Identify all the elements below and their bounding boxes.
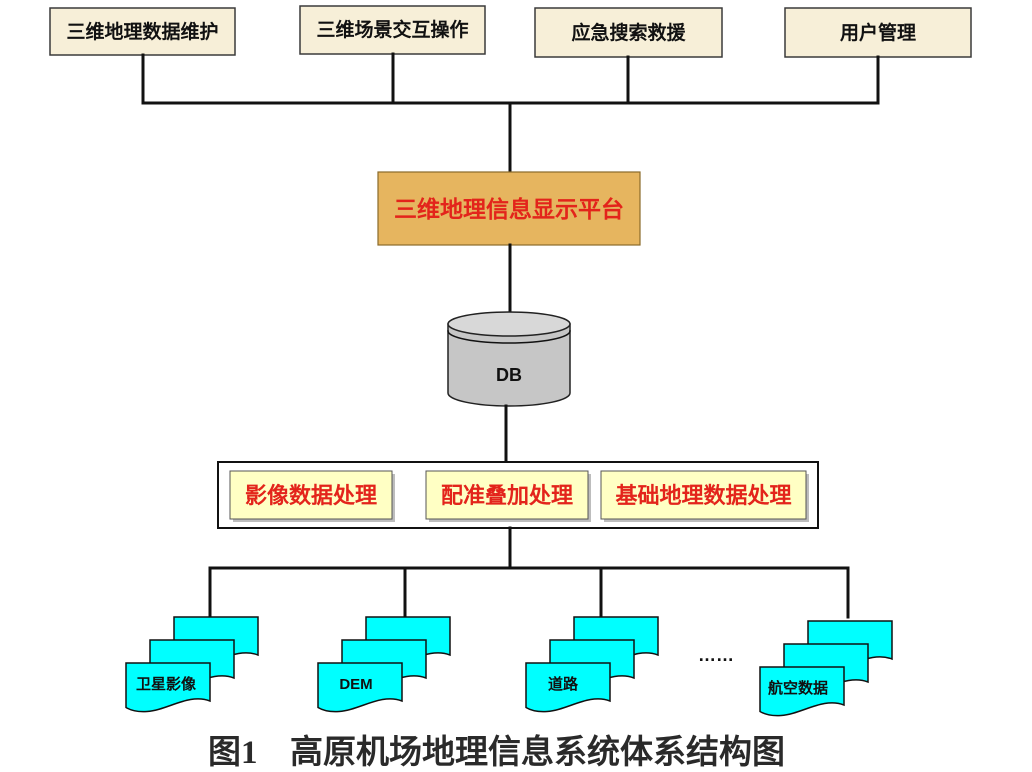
data-source-label: 道路 xyxy=(548,675,579,693)
module-box xyxy=(784,7,972,58)
bottom-connectors xyxy=(208,526,850,619)
data-source-label: 航空数据 xyxy=(768,679,828,697)
database-body xyxy=(447,323,571,407)
processing-label: 配准叠加处理 xyxy=(441,483,573,508)
data-source-aerial-data: 航空数据 xyxy=(759,620,893,717)
module-3d-geodata-maintenance: 三维地理数据维护 xyxy=(49,7,236,56)
module-box xyxy=(49,7,236,56)
module-box xyxy=(534,7,723,58)
data-source-dem: DEM xyxy=(317,616,451,713)
module-label: 三维场景交互操作 xyxy=(316,18,468,41)
processing-label: 基础地理数据处理 xyxy=(615,483,791,508)
data-source-label: 卫星影像 xyxy=(136,675,197,693)
figure-number: 图1 xyxy=(208,735,258,771)
processing-registration-overlay: 配准叠加处理 xyxy=(425,470,591,522)
data-source-satellite-imagery: 卫星影像 xyxy=(125,616,259,713)
database-cylinder: DB xyxy=(447,311,571,407)
data-source-roads: 道路 xyxy=(525,616,659,713)
top-connectors xyxy=(141,52,880,174)
database-rim-line xyxy=(447,330,571,344)
top-modules: 三维地理数据维护 三维场景交互操作 应急搜索救援 用户管理 xyxy=(49,5,972,58)
processing-label: 影像数据处理 xyxy=(245,483,377,508)
database-top xyxy=(447,311,571,337)
processing-box xyxy=(425,470,589,520)
display-platform: 三维地理信息显示平台 xyxy=(377,171,641,246)
platform-box xyxy=(377,171,641,246)
module-label: 用户管理 xyxy=(840,21,916,44)
module-box xyxy=(299,5,486,55)
data-source-label: DEM xyxy=(339,676,372,693)
processing-layer: 影像数据处理 配准叠加处理 基础地理数据处理 xyxy=(217,461,819,529)
processing-box xyxy=(229,470,393,520)
database-label: DB xyxy=(496,365,522,385)
figure-caption: 图1 高原机场地理信息系统体系结构图 xyxy=(208,733,785,771)
figure-title: 高原机场地理信息系统体系结构图 xyxy=(290,733,785,771)
platform-label: 三维地理信息显示平台 xyxy=(394,196,624,222)
module-user-management: 用户管理 xyxy=(784,7,972,58)
module-emergency-search-rescue: 应急搜索救援 xyxy=(534,7,723,58)
processing-image-data: 影像数据处理 xyxy=(229,470,395,522)
module-label: 三维地理数据维护 xyxy=(66,20,218,43)
processing-box xyxy=(600,470,807,520)
processing-basic-geodata: 基础地理数据处理 xyxy=(600,470,809,522)
more-sources-marker: …… xyxy=(698,645,734,665)
module-label: 应急搜索救援 xyxy=(571,21,686,44)
module-3d-scene-interaction: 三维场景交互操作 xyxy=(299,5,486,55)
